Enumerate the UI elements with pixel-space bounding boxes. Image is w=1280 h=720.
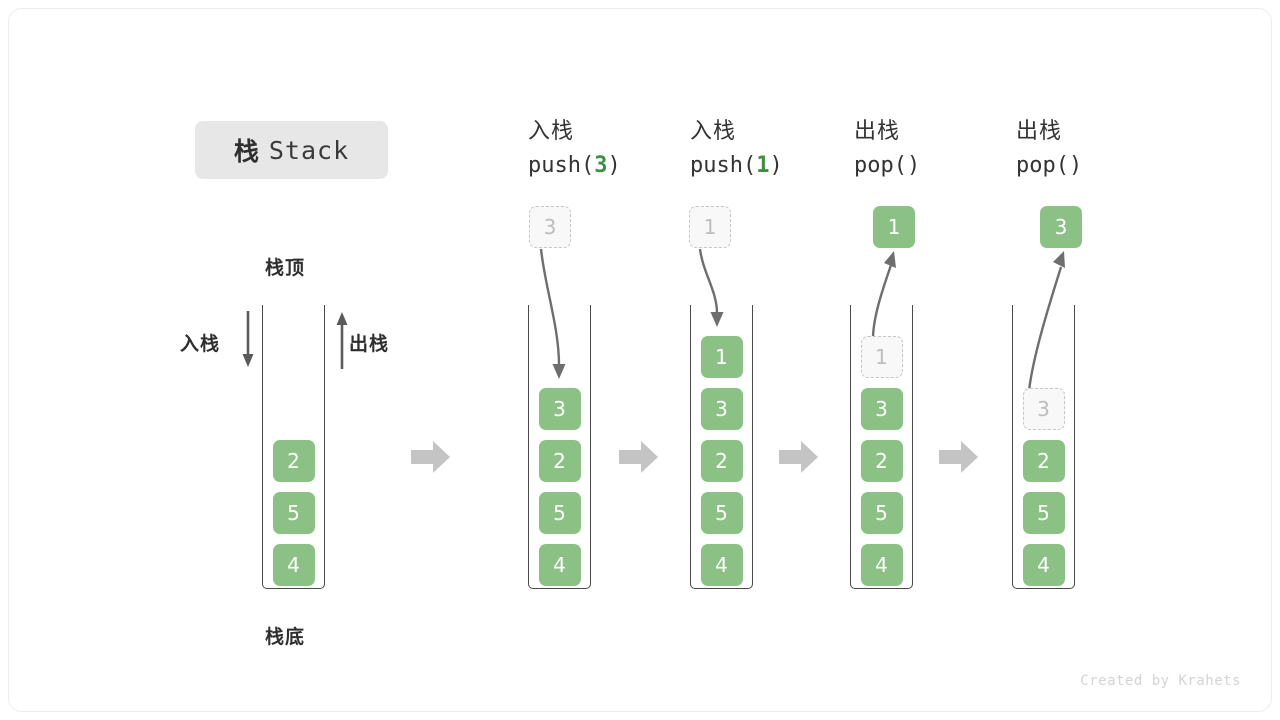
stack-element: 5 — [1022, 492, 1065, 534]
stack-element: 5 — [272, 492, 315, 534]
column-header-code: pop() — [854, 149, 1044, 183]
push-flow-arrow-icon — [698, 248, 724, 327]
pop-direction-arrow-icon — [336, 312, 348, 369]
stack-slot-list: 1 3 2 5 4 — [850, 302, 913, 586]
step-arrow-icon — [411, 441, 450, 473]
stack-element: 2 — [272, 440, 315, 482]
stack-container — [262, 305, 325, 589]
column-header-cjk: 入栈 — [528, 119, 575, 144]
stack-element: 2 — [860, 440, 903, 482]
code-suffix: ) — [769, 153, 783, 178]
stack-column-push-3: 3 2 5 4 — [528, 305, 591, 589]
stack-column-pop-1: 1 3 2 5 4 — [850, 305, 913, 589]
column-header-push-3: 入栈 push(3) — [528, 115, 718, 183]
stack-element: 2 — [700, 440, 743, 482]
column-header-push-1: 入栈 push(1) — [690, 115, 880, 183]
stack-element-ghost: 3 — [1022, 388, 1065, 430]
code-prefix: pop( — [1016, 153, 1069, 178]
stack-element: 4 — [700, 544, 743, 586]
column-header-pop-1: 出栈 pop() — [854, 115, 1044, 183]
stack-slot-list: 1 3 2 5 4 — [690, 302, 753, 586]
column-header-code: pop() — [1016, 149, 1206, 183]
column-header-cjk: 入栈 — [690, 119, 737, 144]
stack-container — [1012, 305, 1075, 589]
stack-top-label: 栈顶 — [265, 257, 306, 279]
stack-element: 4 — [272, 544, 315, 586]
push-direction-arrow-icon — [242, 311, 254, 367]
stack-column-initial: 2 5 4 — [262, 305, 325, 589]
column-header-cjk: 出栈 — [854, 119, 901, 144]
column-header-cjk: 出栈 — [1016, 119, 1063, 144]
code-prefix: push( — [528, 153, 595, 178]
step-arrow-icon — [939, 441, 978, 473]
stack-slot-list: 3 2 5 4 — [528, 302, 591, 586]
title-latin: Stack — [268, 135, 350, 165]
stack-column-pop-3: 3 2 5 4 — [1012, 305, 1075, 589]
stack-element: 4 — [1022, 544, 1065, 586]
pop-flow-arrow-icon — [871, 251, 896, 340]
stack-element: 5 — [700, 492, 743, 534]
stack-container — [528, 305, 591, 589]
diagram-title: 栈 Stack — [195, 121, 388, 179]
stack-column-push-1: 1 3 2 5 4 — [690, 305, 753, 589]
stack-element: 1 — [700, 336, 743, 378]
stack-element-ghost: 1 — [860, 336, 903, 378]
step-arrow-icon — [779, 441, 818, 473]
floating-element-push-3: 3 — [529, 206, 571, 248]
code-suffix: ) — [1068, 153, 1083, 178]
stack-element: 5 — [860, 492, 903, 534]
code-argument: 1 — [756, 153, 770, 178]
stack-bottom-label: 栈底 — [265, 626, 306, 648]
stack-slot-list: 2 5 4 — [262, 302, 325, 586]
push-flow-arrow-icon — [539, 248, 566, 379]
stack-container — [850, 305, 913, 589]
stack-element: 2 — [1022, 440, 1065, 482]
popped-element-1: 1 — [873, 206, 915, 248]
code-argument: 3 — [594, 153, 608, 178]
stack-element: 2 — [538, 440, 581, 482]
stack-element: 4 — [538, 544, 581, 586]
column-header-code: push(1) — [690, 149, 880, 183]
column-header-pop-3: 出栈 pop() — [1016, 115, 1206, 183]
stack-element: 4 — [860, 544, 903, 586]
step-arrow-icon — [619, 441, 658, 473]
code-suffix: ) — [906, 153, 921, 178]
stack-slot-list: 3 2 5 4 — [1012, 302, 1075, 586]
code-prefix: push( — [690, 153, 757, 178]
stack-container — [690, 305, 753, 589]
push-direction-label: 入栈 — [180, 333, 221, 355]
code-suffix: ) — [607, 153, 621, 178]
stack-element: 3 — [860, 388, 903, 430]
watermark-credit: Created by Krahets — [1080, 673, 1241, 689]
diagram-card: 栈 Stack 2 5 4 栈顶 栈底 入栈 出栈 入栈 push(3) 3 — [8, 8, 1272, 712]
column-header-code: push(3) — [528, 149, 718, 183]
stack-element: 3 — [538, 388, 581, 430]
title-cjk: 栈 — [233, 137, 259, 166]
pop-flow-arrow-icon — [1027, 251, 1065, 392]
floating-element-push-1: 1 — [689, 206, 731, 248]
code-prefix: pop( — [854, 153, 907, 178]
stack-element: 5 — [538, 492, 581, 534]
stack-element: 3 — [700, 388, 743, 430]
pop-direction-label: 出栈 — [349, 333, 390, 355]
popped-element-3: 3 — [1040, 206, 1082, 248]
